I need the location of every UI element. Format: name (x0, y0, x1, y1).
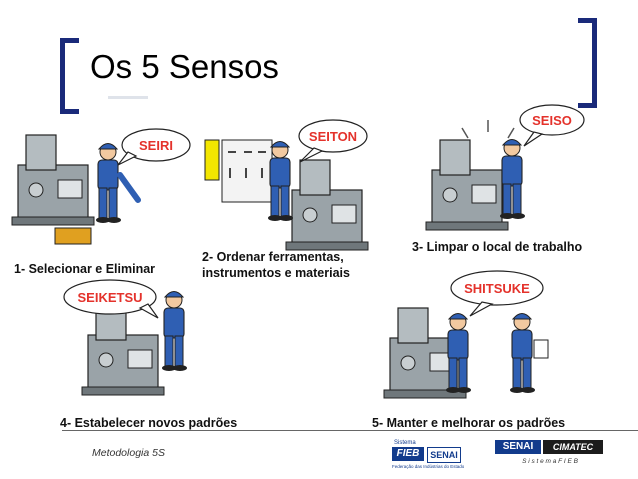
caption-seiton-line2: instrumentos e materiais (202, 266, 350, 280)
scene-shitsuke (383, 270, 549, 399)
bubble-seiketsu (63, 279, 157, 315)
footer-divider (62, 430, 638, 431)
bubble-seiri (121, 128, 191, 162)
fieb-logo-fieb: FIEB (392, 447, 424, 461)
caption-seiso: 3- Limpar o local de trabalho (412, 240, 583, 254)
word-seiton: SEITON (309, 129, 357, 144)
fieb-logo-sistema: Sistema (394, 440, 416, 446)
left-bracket (60, 38, 79, 114)
word-seiri: SEIRI (139, 138, 173, 153)
machine-4 (81, 304, 165, 396)
caption-seiri: 1- Selecionar e Eliminar (14, 262, 156, 276)
caption-shitsuke: 5- Manter e melhorar os padrões (372, 416, 566, 430)
clipboard-icon (533, 339, 549, 359)
machine-3 (425, 139, 509, 231)
bubble-seiso (519, 104, 585, 136)
word-seiketsu: SEIKETSU (77, 290, 142, 305)
scene-seiso (425, 104, 585, 231)
caption-seiton-line1: 2- Ordenar ferramentas, (202, 250, 344, 264)
worker-3 (499, 138, 526, 220)
scene-seiketsu (63, 279, 188, 396)
scene-seiri (11, 128, 191, 245)
footer-label: Metodologia 5S (92, 447, 165, 459)
worker-5a (445, 312, 472, 394)
word-seiso: SEISO (532, 113, 572, 128)
bubble-seiton (298, 119, 368, 153)
senai-logo-text: SENAI (495, 440, 541, 454)
word-shitsuke: SHITSUKE (464, 281, 530, 296)
slide-title: Os 5 Sensos (90, 48, 279, 85)
senai-cimatec-logo: SENAI CIMATEC S i s t e m a F I E B (495, 440, 605, 474)
worker-5b (509, 312, 536, 394)
worker-4 (161, 290, 188, 372)
scene-seiton (204, 119, 369, 251)
right-bracket (578, 18, 597, 108)
machine-1 (11, 134, 95, 226)
fieb-logo: Sistema FIEB SENAI Federação das Indústr… (392, 440, 464, 474)
fieb-logo-subtitle: Federação das Indústrias do Estado da Ba… (392, 464, 464, 469)
cimatec-logo-text: CIMATEC (543, 440, 603, 454)
title-accent (108, 96, 148, 99)
worker-1 (95, 142, 122, 224)
bubble-shitsuke (450, 270, 544, 306)
toolbox-icon (54, 227, 92, 245)
cimatec-subtitle: S i s t e m a F I E B (522, 458, 578, 465)
tool-board (204, 139, 220, 181)
machine-2 (285, 159, 369, 251)
fieb-logo-senai: SENAI (427, 447, 461, 463)
caption-seiketsu: 4- Estabelecer novos padrões (60, 416, 238, 430)
